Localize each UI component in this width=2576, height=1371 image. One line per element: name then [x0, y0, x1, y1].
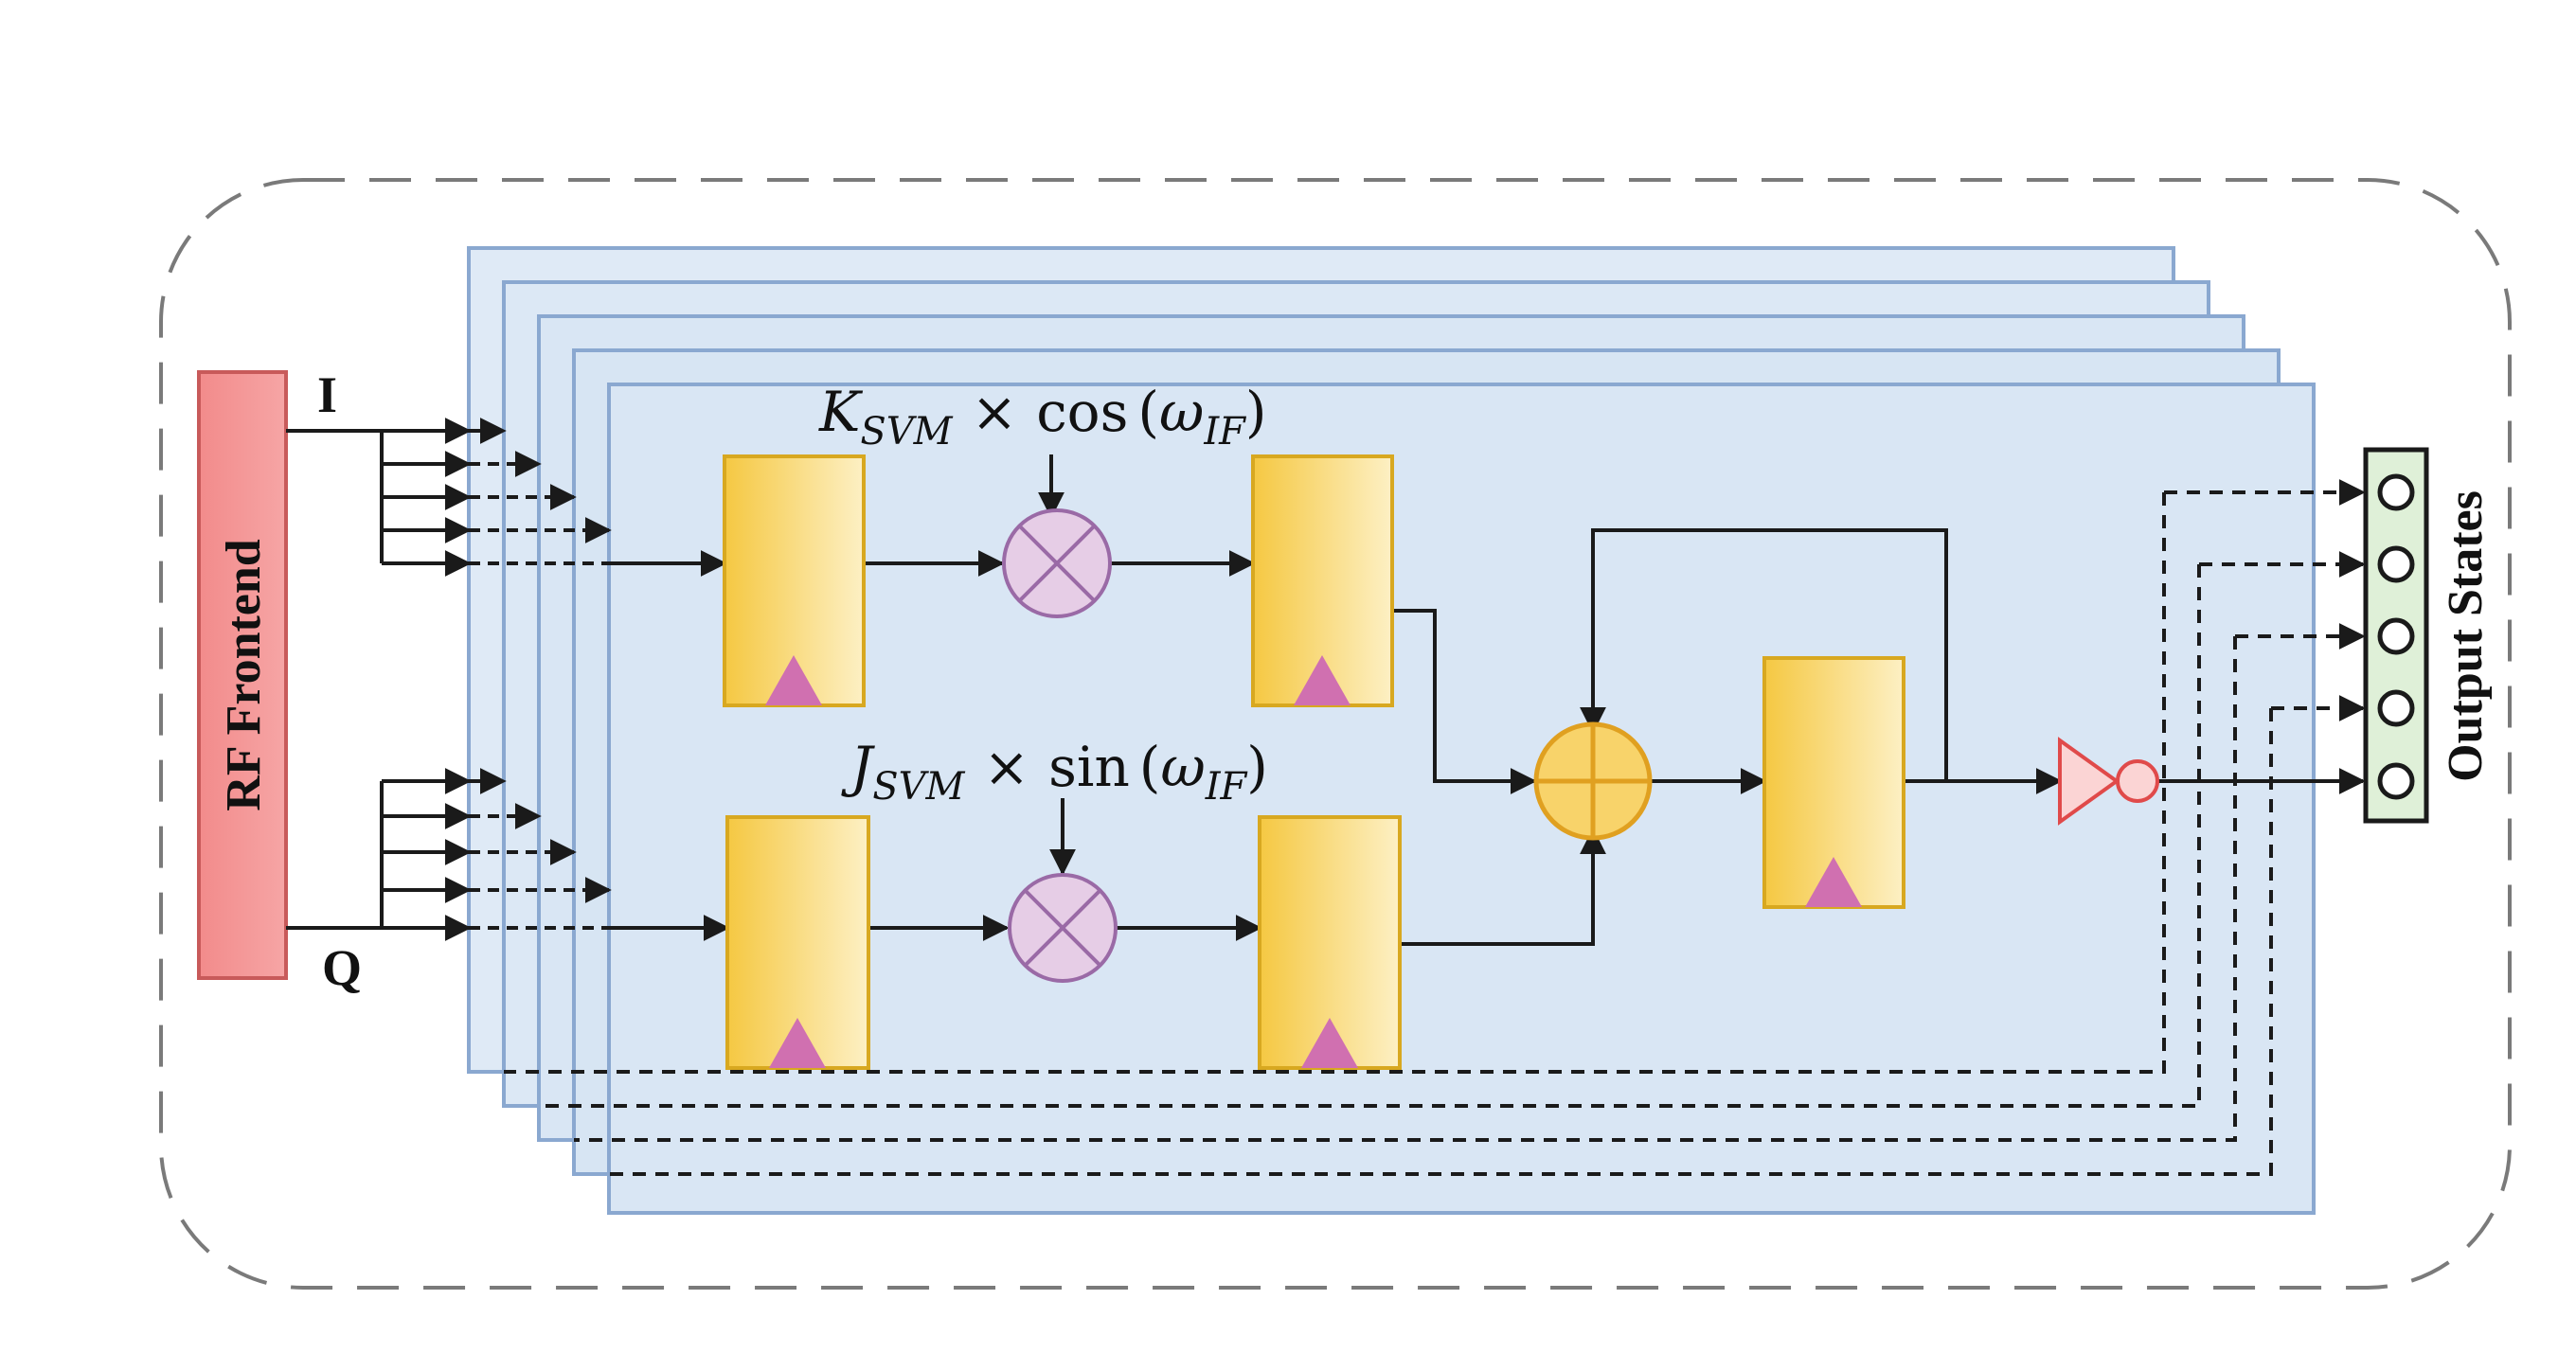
- rf-frontend-label: RF Frontend: [217, 539, 271, 811]
- bottom-formula: JSVM×sin(ωIF): [841, 735, 1268, 809]
- register-i-2: [1251, 454, 1394, 707]
- output-state-1: [2377, 473, 2415, 511]
- register-q-1: [725, 815, 870, 1070]
- top-formula: KSVM×cos(ωIF): [818, 380, 1267, 454]
- system-boundary: [159, 178, 2512, 1290]
- signal-wires: [609, 454, 2366, 946]
- q-fanout: [286, 768, 472, 941]
- layer-5: [607, 383, 2316, 1215]
- output-states-label: Output States: [2439, 490, 2493, 782]
- i-fanout-dashed: [469, 418, 612, 565]
- mixer-sin: [1008, 873, 1118, 983]
- clock-marker: [1301, 1018, 1358, 1068]
- clock-marker: [1294, 655, 1351, 705]
- i-label: I: [317, 366, 337, 423]
- output-state-2: [2377, 545, 2415, 583]
- output-states-block: Output States: [2363, 447, 2493, 824]
- output-state-4: [2377, 689, 2415, 727]
- mixer-cos: [1002, 508, 1112, 618]
- output-state-5: [2377, 762, 2415, 800]
- i-fanout: [286, 418, 472, 577]
- clock-marker: [765, 655, 822, 705]
- rf-frontend-block: RF Frontend: [197, 370, 288, 980]
- feedback-dashed-lines: [504, 479, 2366, 1176]
- q-fanout-dashed: [469, 768, 612, 930]
- adder: [1533, 721, 1653, 841]
- register-i-1: [723, 454, 866, 707]
- output-state-3: [2377, 617, 2415, 655]
- register-accumulator: [1762, 656, 1905, 909]
- inverter: [2058, 737, 2159, 826]
- clock-marker: [769, 1018, 826, 1068]
- clock-marker: [1805, 857, 1862, 907]
- q-label: Q: [322, 939, 362, 996]
- register-q-2: [1258, 815, 1402, 1070]
